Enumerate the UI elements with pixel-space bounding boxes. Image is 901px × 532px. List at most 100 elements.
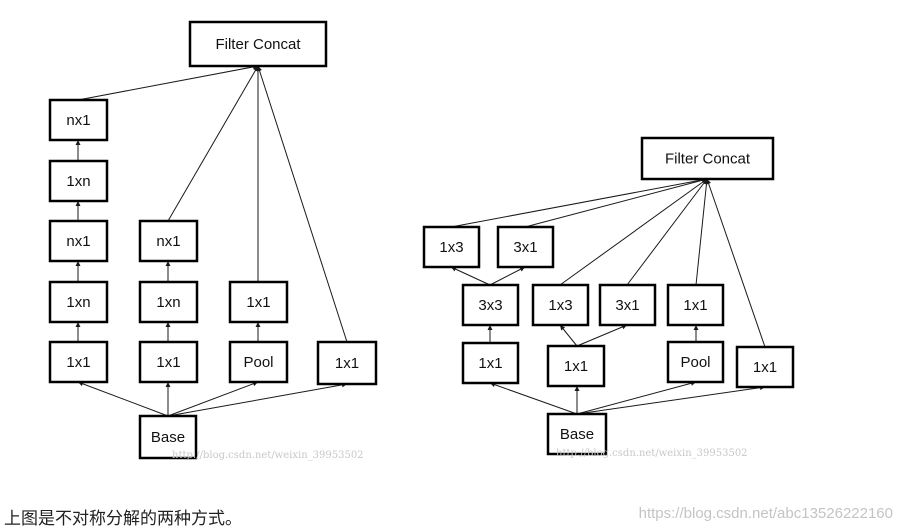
box-label: 1x1	[753, 359, 777, 376]
arrowhead	[487, 325, 493, 330]
right-branch1-3x1-top-box: 3x1	[496, 225, 555, 269]
box-frame	[422, 225, 481, 269]
left-base-box: Base	[138, 414, 198, 460]
arrowhead	[75, 201, 81, 206]
connection-line	[167, 65, 259, 222]
box-frame	[640, 136, 775, 181]
right-watermark: http://blog.csdn.net/weixin_39953502	[556, 448, 748, 459]
left-branch1-nx1-box: nx1	[48, 219, 109, 263]
box-label: nx1	[66, 112, 90, 129]
connection-line	[167, 381, 259, 417]
right-branch3-1x1-box: 1x1	[666, 283, 725, 327]
box-label: 1x3	[548, 297, 572, 314]
right-branch4-1x1-box: 1x1	[735, 345, 795, 389]
box-label: 1x1	[564, 358, 588, 375]
right-filter-concat-box: Filter Concat	[640, 136, 775, 181]
box-frame	[531, 283, 590, 327]
left-branch1-1x1-box: 1x1	[48, 340, 109, 384]
connection-line	[626, 178, 708, 286]
box-label: 1xn	[66, 294, 90, 311]
left-filter-concat-box: Filter Concat	[188, 20, 328, 68]
box-label: 1x3	[439, 239, 463, 256]
box-label: Base	[560, 426, 594, 443]
box-frame	[138, 340, 199, 384]
caption: 上图是不对称分解的两种方式。	[4, 509, 242, 529]
connection-line	[559, 178, 708, 286]
box-label: Pool	[243, 354, 273, 371]
arrowhead	[574, 386, 580, 391]
box-frame	[666, 283, 725, 327]
arrowhead	[75, 140, 81, 145]
box-frame	[735, 345, 795, 389]
box-frame	[188, 20, 328, 68]
left-branch2-nx1-box: nx1	[138, 219, 199, 263]
box-label: 1x1	[478, 355, 502, 372]
box-frame	[228, 340, 289, 384]
box-frame	[48, 280, 109, 324]
connection-line	[167, 383, 348, 417]
box-label: nx1	[66, 233, 90, 250]
right-branch2-1x3-box: 1x3	[531, 283, 590, 327]
asymmetric-factorization-diagram: Filter Concat nx1 1xn nx1 1xn 1x1 nx1 1xn 1x1 1x1…	[48, 20, 795, 461]
arrowhead	[693, 325, 699, 330]
connection-line	[77, 65, 259, 101]
box-label: Pool	[680, 354, 710, 371]
box-label: 1x1	[335, 355, 359, 372]
box-frame	[316, 340, 378, 386]
right-branch2-1x1-box: 1x1	[546, 344, 606, 388]
connection-line	[695, 178, 708, 286]
box-label: 3x1	[615, 297, 639, 314]
connection-line	[706, 178, 766, 348]
box-label: Filter Concat	[215, 36, 301, 53]
right-base-box: Base	[546, 412, 608, 456]
arrowhead	[165, 322, 171, 327]
connection-line	[576, 381, 697, 415]
left-branch4-1x1-box: 1x1	[316, 340, 378, 386]
box-label: Filter Concat	[665, 151, 751, 168]
left-watermark: http://blog.csdn.net/weixin_39953502	[172, 450, 364, 461]
left-branch3-1x1-box: 1x1	[228, 280, 289, 324]
connection-line	[257, 65, 348, 343]
right-branch1-3x3-box: 3x3	[461, 283, 520, 327]
box-frame	[666, 340, 725, 384]
arrowhead	[255, 322, 261, 327]
right-branch2-3x1-box: 3x1	[598, 283, 657, 327]
right-branch1-1x3-top-box: 1x3	[422, 225, 481, 269]
box-frame	[461, 283, 520, 327]
box-frame	[48, 340, 109, 384]
box-label: 1xn	[66, 173, 90, 190]
box-label: 1x1	[246, 294, 270, 311]
box-frame	[48, 219, 109, 263]
box-label: 1x1	[66, 354, 90, 371]
box-label: 1xn	[156, 294, 180, 311]
left-branch1-nx1-top-box: nx1	[48, 98, 109, 142]
left-branch3-pool-box: Pool	[228, 340, 289, 384]
box-label: Base	[151, 429, 185, 446]
box-frame	[48, 159, 109, 203]
box-frame	[546, 412, 608, 456]
box-label: nx1	[156, 233, 180, 250]
right-branch3-pool-box: Pool	[666, 340, 725, 384]
corner-watermark: https://blog.csdn.net/abc13526222160	[638, 505, 893, 522]
box-label: 1x1	[156, 354, 180, 371]
left-branch2-1x1-box: 1x1	[138, 340, 199, 384]
box-frame	[138, 280, 199, 324]
connection-line	[576, 324, 628, 347]
box-label: 3x1	[513, 239, 537, 256]
connection-line	[576, 386, 766, 415]
box-frame	[598, 283, 657, 327]
box-label: 3x3	[478, 297, 502, 314]
arrowhead	[560, 325, 566, 331]
arrowhead	[165, 382, 171, 387]
left-branch2-1xn-box: 1xn	[138, 280, 199, 324]
box-label: 1x1	[683, 297, 707, 314]
connection-line	[489, 266, 526, 286]
arrowhead	[706, 179, 711, 185]
box-frame	[461, 341, 520, 385]
connection-line	[524, 178, 708, 228]
arrowhead	[75, 261, 81, 266]
right-branch1-1x1-box: 1x1	[461, 341, 520, 385]
connection-line	[450, 178, 708, 228]
arrowhead	[75, 322, 81, 327]
